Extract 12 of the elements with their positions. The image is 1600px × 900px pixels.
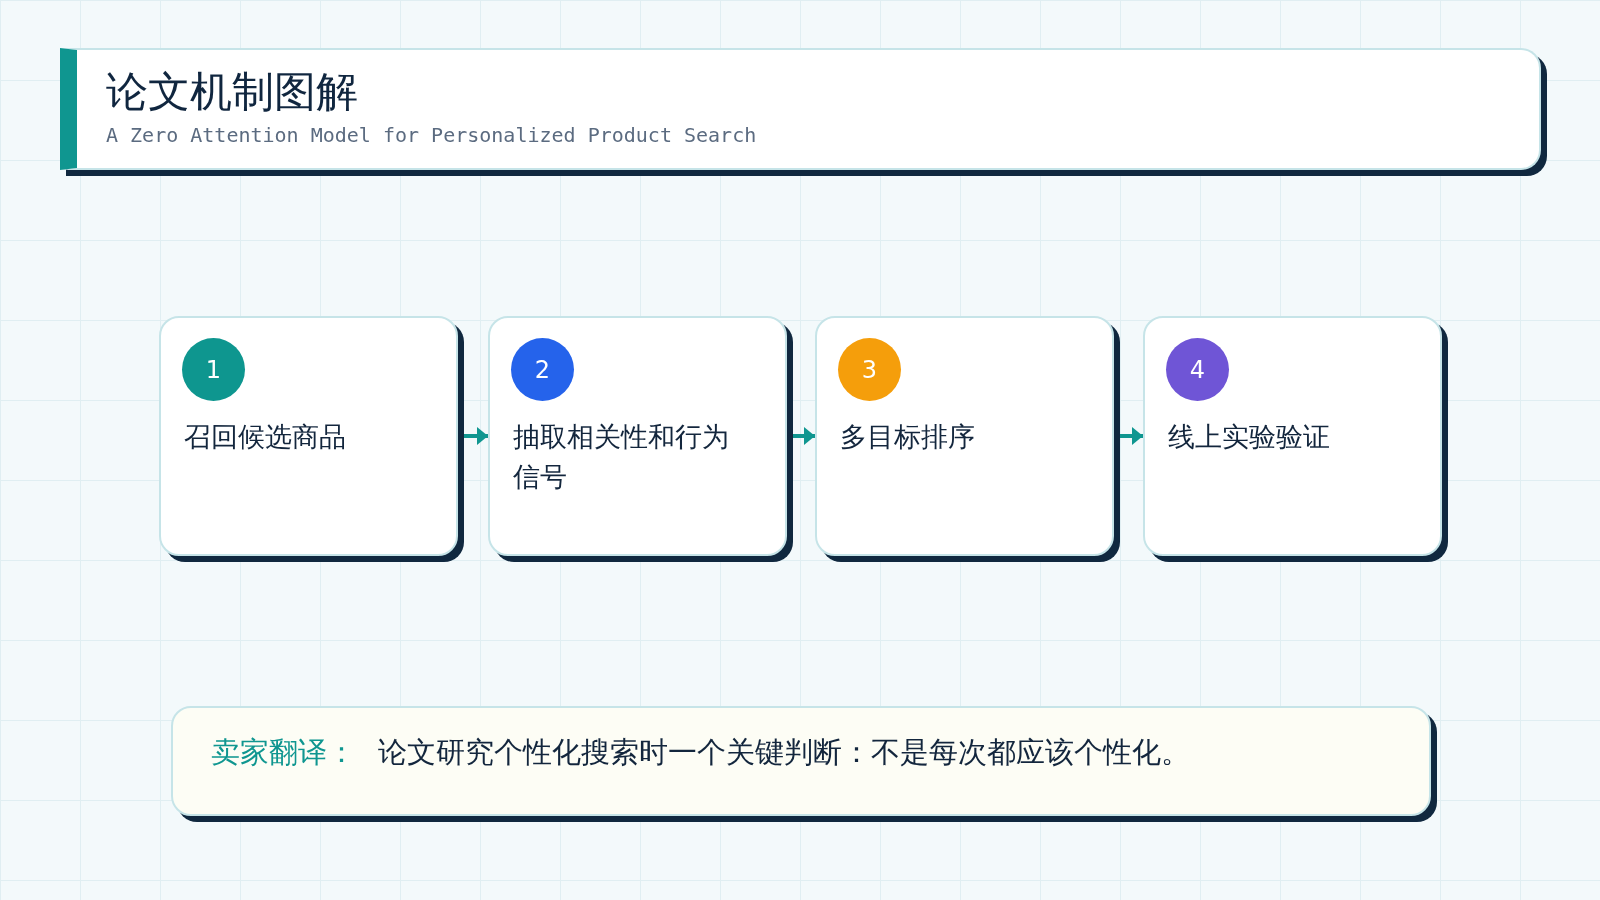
title: 论文机制图解 [106, 67, 358, 117]
step-number: 2 [511, 338, 574, 401]
step-number: 4 [1166, 338, 1229, 401]
step-label: 召回候选商品 [184, 420, 347, 454]
note-heading: 卖家翻译： [211, 734, 356, 771]
step-number: 3 [838, 338, 901, 401]
note-text: 论文研究个性化搜索时一个关键判断：不是每次都应该个性化。 [378, 734, 1190, 771]
subtitle: A Zero Attention Model for Personalized Product Search [106, 122, 757, 148]
step-label: 多目标排序 [840, 420, 976, 454]
step-label: 线上实验验证 [1168, 420, 1331, 454]
step-number: 1 [182, 338, 245, 401]
step-label: 抽取相关性和行为信号 [513, 420, 730, 494]
